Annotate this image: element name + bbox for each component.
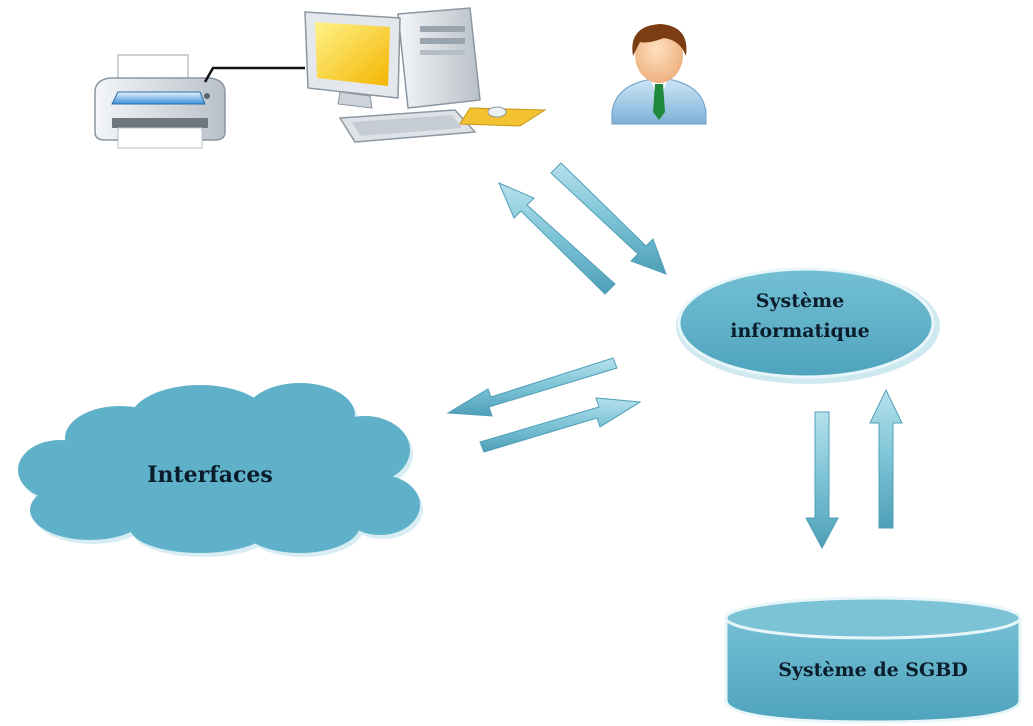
user-icon — [611, 24, 707, 125]
arrow-system-to-database — [805, 411, 839, 550]
system-node-label-line2: informatique — [730, 320, 870, 342]
arrow-system-to-computer — [498, 182, 616, 295]
system-node — [676, 267, 940, 384]
interfaces-cloud — [18, 383, 423, 557]
database-cylinder — [724, 596, 1022, 724]
interfaces-label: Interfaces — [147, 462, 273, 488]
printer-cable — [203, 66, 305, 83]
database-label: Système de SGBD — [778, 659, 968, 681]
printer-icon — [94, 54, 226, 149]
desktop-computer-icon — [304, 7, 547, 143]
arrow-interfaces-to-system — [479, 397, 642, 453]
arrow-system-to-interfaces — [446, 357, 618, 417]
system-node-label-line1: Système — [755, 290, 845, 312]
system-node-label: Système informatique — [700, 286, 900, 346]
arrow-database-to-system — [869, 388, 903, 529]
arrow-computer-to-system — [550, 162, 667, 275]
